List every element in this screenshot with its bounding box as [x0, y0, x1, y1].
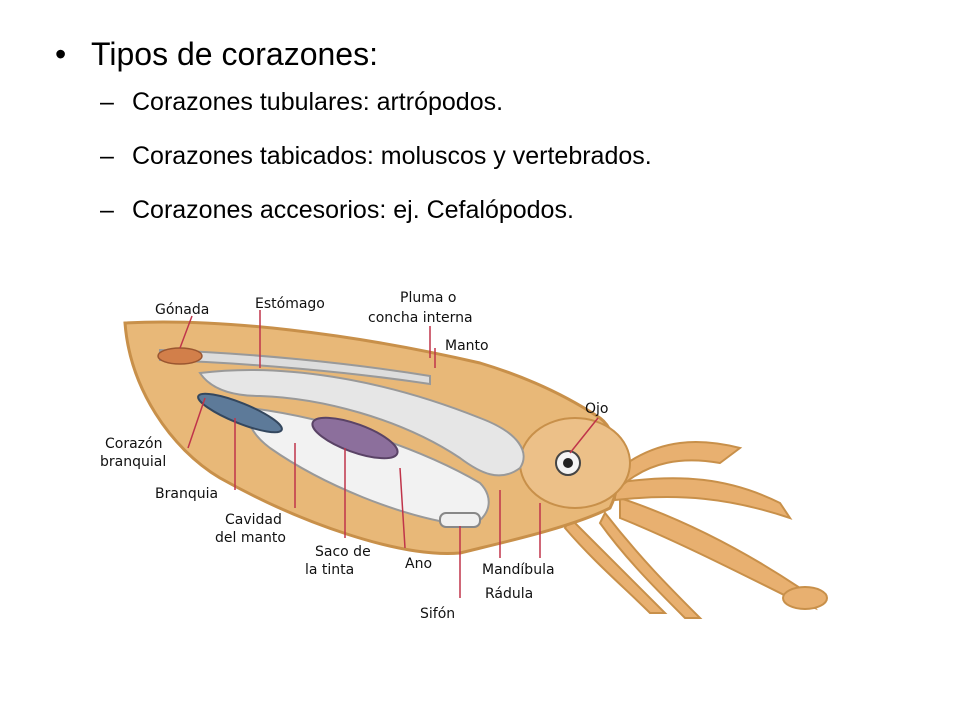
label-mandibula: Mandíbula: [482, 562, 555, 578]
sub-bullet: – Corazones tubulares: artrópodos.: [100, 84, 935, 120]
bullet-list: • Tipos de corazones: – Corazones tubula…: [55, 32, 935, 228]
label-radula: Rádula: [485, 586, 533, 602]
label-corazon-2: branquial: [100, 454, 166, 470]
label-gonada: Gónada: [155, 302, 209, 318]
label-corazon-1: Corazón: [105, 436, 162, 452]
squid-tentacles: [563, 441, 828, 619]
sub-bullet-text: Corazones accesorios: ej. Cefalópodos.: [132, 196, 574, 224]
pen-shell: [159, 348, 431, 386]
gonad: [157, 347, 203, 365]
label-ano: Ano: [405, 556, 432, 572]
sub-bullet: – Corazones tabicados: moluscos y verteb…: [100, 138, 935, 174]
label-cavidad-1: Cavidad: [225, 512, 282, 528]
label-sifon: Sifón: [420, 606, 455, 622]
label-pluma-1: Pluma o: [400, 290, 456, 306]
label-saco-2: la tinta: [305, 562, 354, 578]
dash-icon: –: [100, 196, 114, 224]
gill: [197, 392, 283, 434]
label-pluma-2: concha interna: [368, 310, 473, 326]
sub-bullet-text: Corazones tubulares: artrópodos.: [132, 88, 504, 116]
label-manto: Manto: [445, 338, 489, 354]
siphon: [439, 512, 481, 528]
sub-bullet: – Corazones accesorios: ej. Cefalópodos.: [100, 192, 935, 228]
squid-illustration: Gónada Estómago Pluma o concha interna M…: [100, 290, 828, 622]
label-estomago: Estómago: [255, 296, 325, 312]
dash-icon: –: [100, 88, 114, 116]
label-saco-1: Saco de: [315, 544, 371, 560]
bullet-dot-icon: •: [55, 36, 67, 72]
bullet-main-text: Tipos de corazones:: [91, 36, 378, 72]
squid-anatomy-diagram: Gónada Estómago Pluma o concha interna M…: [100, 268, 860, 648]
dash-icon: –: [100, 142, 114, 170]
stomach-tube: [198, 369, 525, 477]
sub-bullet-text: Corazones tabicados: moluscos y vertebra…: [132, 142, 652, 170]
label-ojo: Ojo: [585, 401, 608, 417]
bullet-main: • Tipos de corazones:: [55, 32, 935, 76]
label-lines: [179, 310, 599, 598]
label-cavidad-2: del manto: [215, 530, 286, 546]
label-branquia: Branquia: [155, 486, 218, 502]
ink-sac: [311, 416, 399, 460]
